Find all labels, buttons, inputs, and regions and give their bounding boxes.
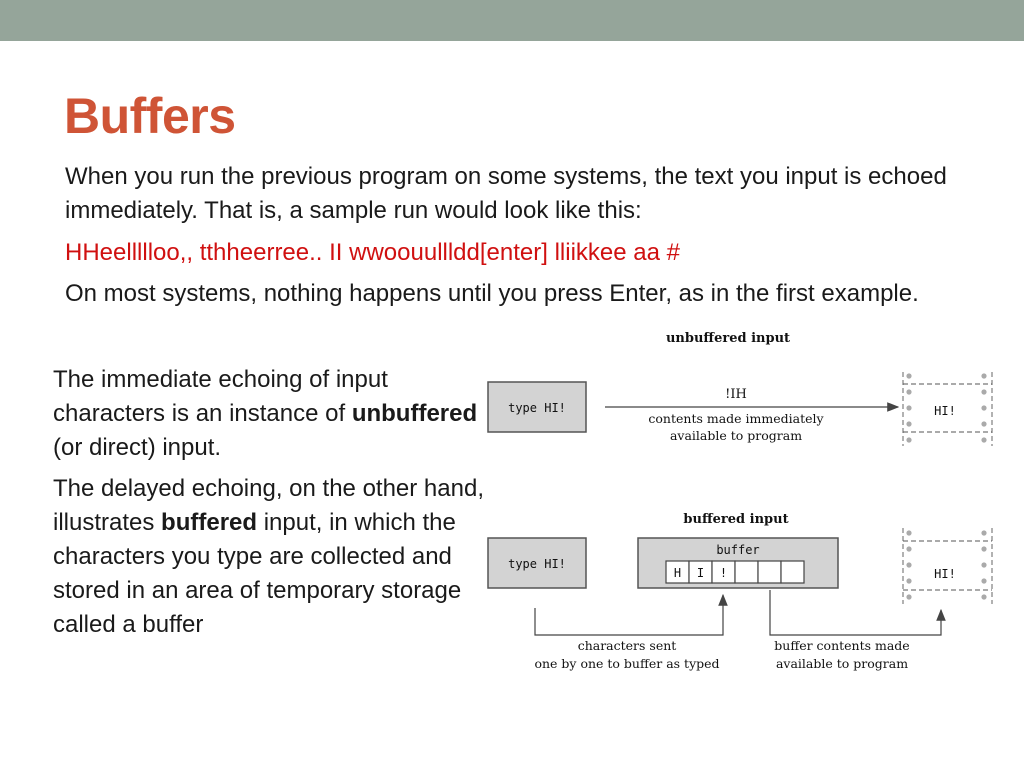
buffer-label: buffer (716, 543, 759, 557)
sample-run-text: HHeellllloo,, tthheerree.. II wwoouullld… (65, 239, 680, 266)
buffered-text-b: input, in which the characters you type … (53, 509, 462, 638)
unbuffered-input-label: type HI! (508, 401, 566, 415)
unbuffered-title: unbuffered input (666, 331, 790, 346)
buffered-text-a: The delayed echoing, on the other hand, … (53, 475, 484, 536)
buffer-contents-caption-line2: available to program (776, 656, 908, 671)
unbuffered-text-b: (or direct) input. (53, 434, 222, 461)
unbuffered-program-strip (902, 372, 993, 446)
buffer-cell-text: ! (720, 566, 727, 580)
unbuffered-input-box (487, 381, 587, 433)
chars-sent-arrow (534, 593, 728, 636)
unbuffered-term: unbuffered (351, 400, 478, 427)
buffered-paragraph: The delayed echoing, on the other hand, … (53, 472, 493, 642)
buffer-contents-caption-line1: buffer contents made (774, 638, 909, 653)
buffer-cell-text: I (697, 566, 704, 580)
chars-sent-caption-line2: one by one to buffer as typed (534, 656, 719, 671)
intro-paragraph: When you run the previous program on som… (65, 163, 947, 224)
unbuffered-caption-line2: available to program (670, 428, 802, 443)
buffered-program-strip (902, 528, 993, 604)
buffered-term: buffered (161, 509, 258, 536)
buffered-input-label: type HI! (508, 557, 566, 571)
unbuffered-caption-line1: contents made immediately (648, 411, 824, 426)
buffer-cell (734, 560, 759, 584)
buffered-input-box (487, 537, 587, 589)
unbuffered-arrow-text: !IH (725, 387, 747, 402)
buffer-cell-text: H (674, 566, 681, 580)
buffer-cell (757, 560, 782, 584)
slide-title: Buffers (64, 88, 236, 144)
unbuffered-paragraph: The immediate echoing of input character… (53, 363, 493, 465)
enter-paragraph: On most systems, nothing happens until y… (65, 280, 919, 307)
top-accent-bar (0, 0, 1024, 41)
buffered-program-label: HI! (934, 567, 956, 581)
buffer-cell (780, 560, 805, 584)
buffer-diagram: unbuffered input type HI! !IH contents m… (487, 331, 993, 671)
unbuffered-text-a: The immediate echoing of input character… (53, 366, 388, 427)
unbuffered-program-label: HI! (934, 404, 956, 418)
buffer-contents-arrow (769, 590, 946, 636)
buffer-cells: H I ! (665, 560, 805, 584)
buffered-title: buffered input (683, 512, 788, 527)
chars-sent-caption-line1: characters sent (578, 638, 677, 653)
